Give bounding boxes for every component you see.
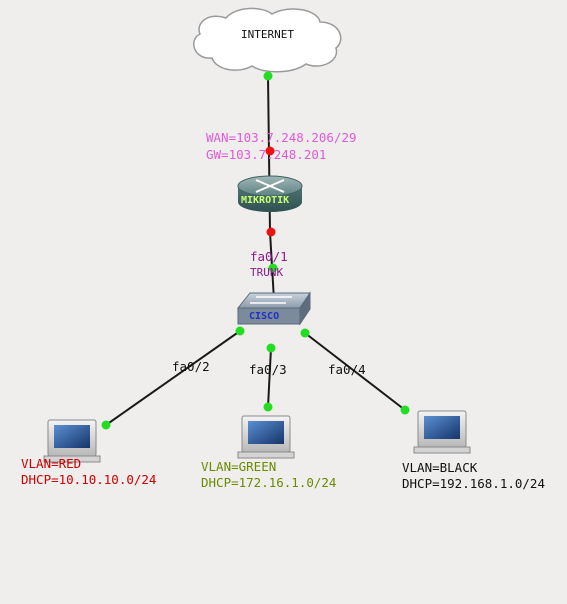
- pc-red-vlan: VLAN=RED: [21, 456, 82, 471]
- pc-black-vlan: VLAN=BLACK: [402, 460, 478, 475]
- status-dot-pc-black: [400, 405, 410, 415]
- status-dot-fa04: [300, 328, 310, 338]
- router-wan-address: WAN=103.7.248.206/29: [206, 130, 357, 145]
- status-dot-fa02: [235, 326, 245, 336]
- pc-green-vlan: VLAN=GREEN: [201, 459, 277, 474]
- port-fa02-label: fa0/2: [172, 359, 210, 374]
- status-dot-router-wan: [265, 146, 275, 156]
- internet-cloud-icon[interactable]: [193, 7, 342, 73]
- link-switch-pc-green: [267, 347, 272, 408]
- pc-red-icon[interactable]: [43, 419, 101, 463]
- status-dot-internet: [263, 71, 273, 81]
- status-dot-router-lan: [266, 227, 276, 237]
- status-dots: [101, 71, 410, 430]
- pc-green-icon[interactable]: [237, 415, 295, 459]
- router-gateway-address: GW=103.7.248.201: [206, 147, 327, 162]
- status-dot-fa03: [266, 343, 276, 353]
- status-dot-pc-red: [101, 420, 111, 430]
- port-fa03-label: fa0/3: [249, 362, 287, 377]
- internet-label: INTERNET: [241, 28, 294, 41]
- link-switch-pc-black: [304, 332, 406, 411]
- pc-red-dhcp: DHCP=10.10.10.0/24: [21, 472, 157, 487]
- mikrotik-router-icon[interactable]: [237, 175, 303, 212]
- router-label: MIKROTIK: [241, 195, 290, 206]
- cisco-switch-icon[interactable]: [236, 291, 311, 326]
- pc-black-dhcp: DHCP=192.168.1.0/24: [402, 476, 545, 491]
- switch-label: CISCO: [249, 311, 280, 322]
- pc-black-icon[interactable]: [413, 410, 471, 454]
- port-fa04-label: fa0/4: [328, 362, 366, 377]
- switch-uplink-mode: TRUNK: [250, 266, 284, 279]
- pc-green-dhcp: DHCP=172.16.1.0/24: [201, 475, 337, 490]
- link-switch-pc-red: [105, 330, 241, 426]
- switch-uplink-port: fa0/1: [250, 249, 288, 264]
- status-dot-pc-green: [263, 402, 273, 412]
- status-dot-switch-uplink: [268, 263, 278, 273]
